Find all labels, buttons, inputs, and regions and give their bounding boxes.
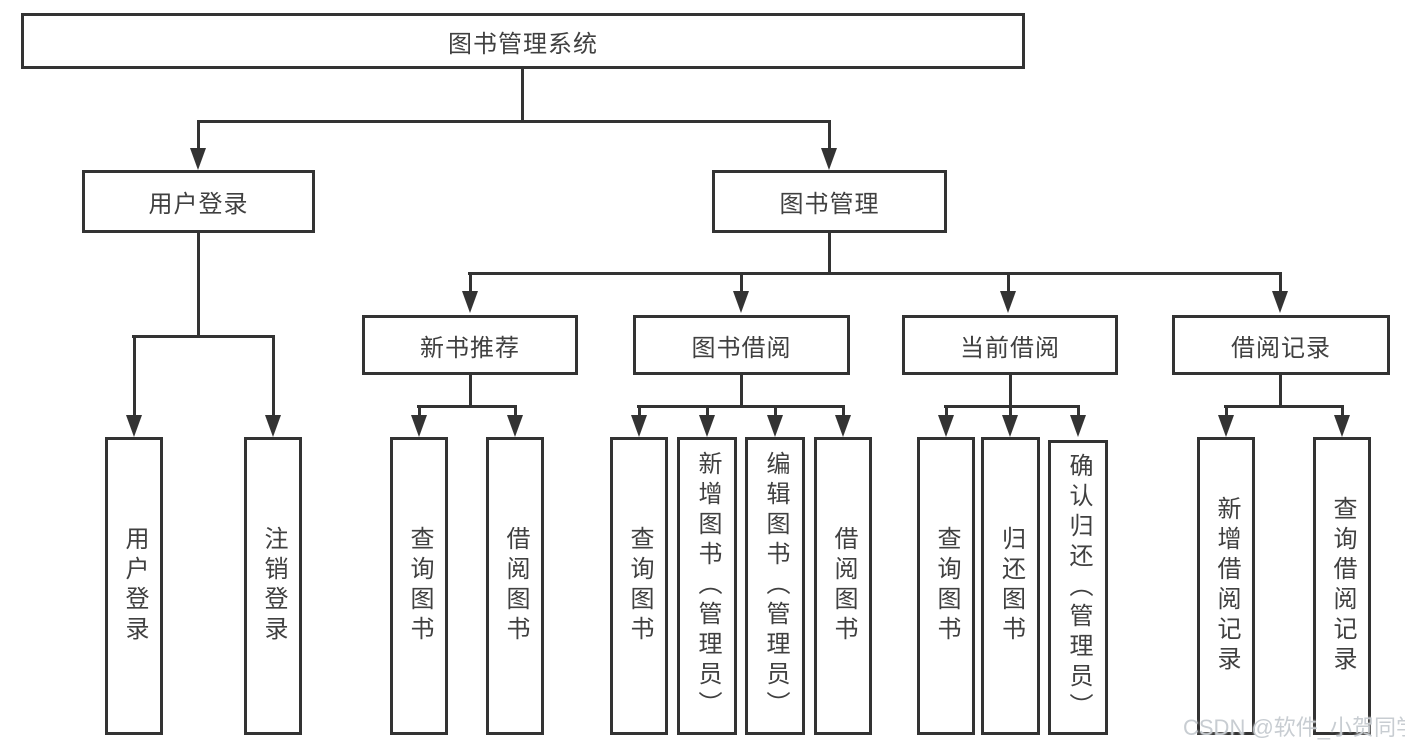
node-user-login-label: 用户登录: [148, 191, 249, 218]
leaf-label: 借阅图书: [830, 526, 857, 646]
connector-leaf-drop: [514, 405, 517, 417]
connector-leaf-drop: [706, 405, 709, 417]
node-borrow-record-label: 借阅记录: [1231, 334, 1331, 362]
leaf-borrow-books: 借阅图书: [814, 437, 872, 735]
connector-level3-drop: [1007, 272, 1010, 293]
connector-leaf-drop: [842, 405, 845, 417]
connector-user-login-drop: [197, 120, 200, 150]
connector-user-login-stem: [197, 233, 200, 335]
connector-leaf-drop: [1341, 405, 1344, 417]
connector-leaf-drop: [133, 335, 136, 417]
connector-leaf-drop: [945, 405, 948, 417]
arrow-down-icon: [265, 415, 281, 437]
arrow-down-icon: [1334, 415, 1350, 437]
node-root: 图书管理系统: [21, 13, 1025, 69]
arrow-down-icon: [1218, 415, 1234, 437]
connector-root-branch: [198, 120, 831, 123]
connector-book-mgmt-drop: [828, 120, 831, 150]
node-book-borrow: 图书借阅: [633, 315, 850, 375]
connector-book-borrow-stem: [740, 375, 743, 405]
node-current-borrow-label: 当前借阅: [960, 334, 1060, 362]
node-root-label: 图书管理系统: [448, 30, 598, 58]
node-new-books-label: 新书推荐: [420, 334, 520, 362]
node-book-borrow-label: 图书借阅: [691, 334, 792, 362]
connector-root-stem: [521, 69, 524, 120]
connector-level3-drop: [469, 272, 472, 293]
leaf-label: 归还图书: [997, 526, 1025, 646]
leaf-borrow-books-newbooks: 借阅图书: [486, 437, 544, 735]
leaf-query-books-current: 查询图书: [917, 437, 975, 735]
arrow-down-icon: [411, 415, 427, 437]
connector-new-books-stem: [469, 375, 472, 405]
leaf-label: 查询借阅记录: [1329, 496, 1356, 676]
connector-leaf-drop: [774, 405, 777, 417]
arrow-down-icon: [733, 291, 749, 313]
arrow-down-icon: [507, 415, 523, 437]
arrow-down-icon: [126, 415, 142, 437]
leaf-edit-books-admin: 编辑图书（管理员）: [745, 437, 805, 735]
connector-new-books-branch: [417, 405, 517, 408]
leaf-return-books: 归还图书: [981, 437, 1040, 735]
arrow-down-icon: [835, 415, 851, 437]
connector-borrow-record-stem: [1279, 375, 1282, 405]
leaf-add-borrow-record: 新增借阅记录: [1197, 437, 1255, 735]
connector-book-mgmt-stem: [828, 233, 831, 272]
arrow-down-icon: [462, 291, 478, 313]
leaf-label: 查询图书: [933, 526, 960, 646]
connector-borrow-record-branch: [1224, 405, 1344, 408]
connector-leaf-drop: [1077, 405, 1080, 417]
arrow-down-icon: [1000, 291, 1016, 313]
arrow-down-icon: [1002, 415, 1018, 437]
connector-level3-drop: [740, 272, 743, 293]
leaf-label: 确认归还（管理员）: [1065, 452, 1092, 723]
arrow-down-icon: [821, 148, 837, 170]
leaf-label: 借阅图书: [502, 526, 529, 646]
connector-leaf-drop: [1225, 405, 1228, 417]
leaf-add-books-admin: 新增图书（管理员）: [677, 437, 737, 735]
connector-current-borrow-stem: [1009, 375, 1012, 405]
connector-current-borrow-branch: [944, 405, 1080, 408]
leaf-query-borrow-record: 查询借阅记录: [1313, 437, 1371, 735]
leaf-label: 用户登录: [121, 526, 148, 646]
csdn-watermark: CSDN @软件_小贺同学: [1183, 715, 1405, 740]
leaf-label: 查询图书: [626, 526, 653, 646]
leaf-label: 新增图书（管理员）: [694, 451, 721, 721]
connector-leaf-drop: [1009, 405, 1012, 417]
connector-level3-drop: [1279, 272, 1282, 293]
node-book-mgmt: 图书管理: [712, 170, 947, 233]
node-user-login: 用户登录: [82, 170, 315, 233]
arrow-down-icon: [1070, 415, 1086, 437]
arrow-down-icon: [699, 415, 715, 437]
connector-book-borrow-branch: [637, 405, 845, 408]
connector-leaf-drop: [418, 405, 421, 417]
leaf-confirm-return-admin: 确认归还（管理员）: [1048, 440, 1108, 735]
leaf-logout: 注销登录: [244, 437, 302, 735]
leaf-user-login: 用户登录: [105, 437, 163, 735]
node-current-borrow: 当前借阅: [902, 315, 1118, 375]
leaf-label: 编辑图书（管理员）: [762, 451, 789, 721]
arrow-down-icon: [767, 415, 783, 437]
connector-leaf-drop: [272, 335, 275, 417]
node-book-mgmt-label: 图书管理: [779, 191, 880, 218]
connector-user-login-branch: [132, 335, 274, 338]
arrow-down-icon: [190, 148, 206, 170]
node-borrow-record: 借阅记录: [1172, 315, 1390, 375]
arrow-down-icon: [1272, 291, 1288, 313]
leaf-label: 新增借阅记录: [1213, 496, 1240, 676]
node-new-books: 新书推荐: [362, 315, 578, 375]
leaf-query-books-borrow: 查询图书: [610, 437, 668, 735]
leaf-label: 注销登录: [260, 526, 287, 646]
leaf-query-books-newbooks: 查询图书: [390, 437, 448, 735]
arrow-down-icon: [631, 415, 647, 437]
connector-leaf-drop: [638, 405, 641, 417]
arrow-down-icon: [938, 415, 954, 437]
leaf-label: 查询图书: [406, 526, 433, 646]
connector-book-mgmt-branch: [468, 272, 1280, 275]
